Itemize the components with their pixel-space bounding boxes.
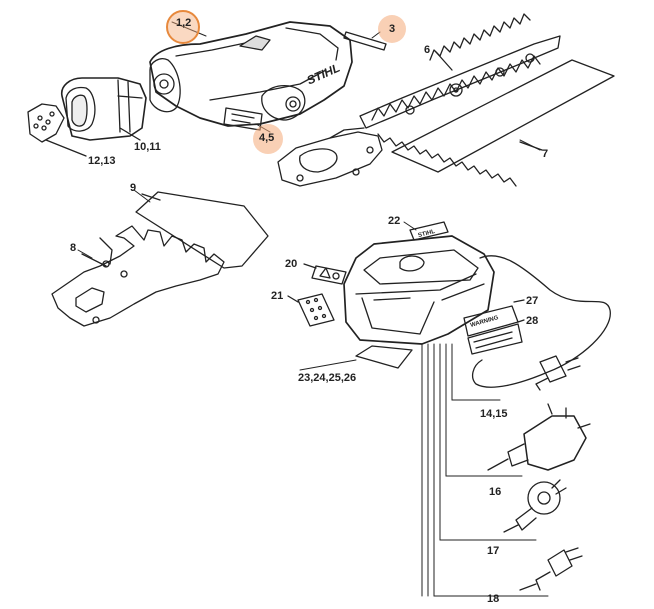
battery-cover-plate xyxy=(27,103,87,157)
charger xyxy=(343,235,495,345)
part-label-17: 17 xyxy=(487,545,500,557)
part-label-4-5: 4,5 xyxy=(259,132,275,144)
part-label-28: 28 xyxy=(526,315,539,327)
part-label-7: 7 xyxy=(542,148,549,160)
hedge-blade xyxy=(359,13,561,187)
uk-plug xyxy=(487,403,591,471)
battery-pack xyxy=(60,77,147,141)
charger-foot-pad xyxy=(355,345,413,369)
shrub-blade xyxy=(51,225,225,327)
charger-decal xyxy=(409,221,449,241)
part-label-20: 20 xyxy=(285,258,298,270)
part-label-27: 27 xyxy=(526,295,539,307)
part-label-10-11: 10,11 xyxy=(134,141,161,153)
charger-warning-labels xyxy=(463,299,525,355)
part-label-9: 9 xyxy=(130,182,137,194)
part-label-6: 6 xyxy=(424,44,431,56)
shrub-blade-guard xyxy=(135,191,269,269)
highlight-circle-1-2 xyxy=(166,10,200,44)
us-plug xyxy=(519,547,583,591)
part-label-21: 21 xyxy=(271,290,284,302)
highlight-circle-3 xyxy=(378,15,406,43)
blade-guard xyxy=(391,59,615,173)
highlight-circle-4-5 xyxy=(253,124,283,154)
power-cable xyxy=(471,255,611,391)
blade-mount xyxy=(277,127,383,187)
part-label-23-26: 23,24,25,26 xyxy=(298,372,357,384)
part-label-12-13: 12,13 xyxy=(88,155,116,167)
warning-decal xyxy=(303,263,347,285)
part-label-14-15: 14,15 xyxy=(480,408,508,420)
label-sheet xyxy=(287,293,335,327)
decal-strip xyxy=(343,31,387,51)
part-label-3: 3 xyxy=(389,23,396,35)
eu-plug xyxy=(503,479,567,533)
trimmer-body xyxy=(149,21,353,127)
part-label-18: 18 xyxy=(487,593,500,605)
part-label-8: 8 xyxy=(70,242,77,254)
part-label-16: 16 xyxy=(489,486,502,498)
part-label-22: 22 xyxy=(388,215,401,227)
part-label-1-2: 1,2 xyxy=(176,17,192,29)
